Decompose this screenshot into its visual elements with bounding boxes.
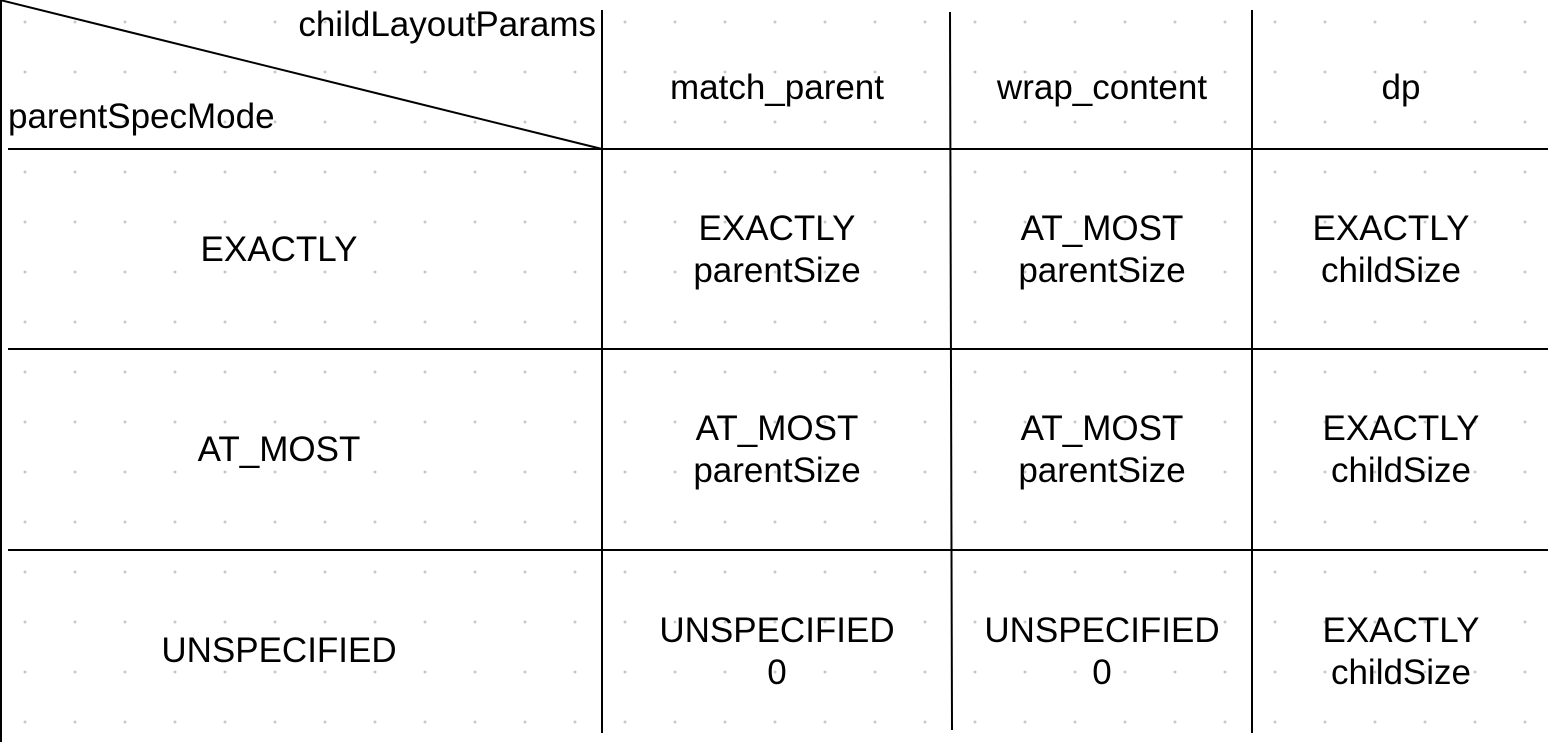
- result-size: 0: [767, 653, 787, 692]
- result-mode: AT_MOST: [1020, 208, 1184, 248]
- column-divider-2: [949, 11, 953, 731]
- result-cell: UNSPECIFIED 0: [603, 551, 951, 753]
- row-axis-label: parentSpecMode: [8, 97, 275, 136]
- column-header-wrap-content: wrap_content: [996, 68, 1208, 107]
- result-mode: AT_MOST: [695, 409, 859, 448]
- row-header-at-most: AT_MOST: [197, 430, 361, 469]
- result-mode: EXACTLY: [698, 208, 856, 248]
- result-cell: AT_MOST parentSize: [952, 350, 1252, 550]
- result-size: childSize: [1320, 250, 1462, 290]
- column-axis-label: childLayoutParams: [298, 5, 596, 44]
- result-mode: EXACTLY: [1322, 409, 1480, 448]
- result-size: childSize: [1330, 451, 1472, 490]
- result-mode: EXACTLY: [1322, 611, 1480, 650]
- result-mode: UNSPECIFIED: [659, 611, 895, 650]
- result-cell: EXACTLY childSize: [1253, 551, 1549, 753]
- result-size: childSize: [1330, 653, 1472, 692]
- column-header-dp: dp: [1381, 68, 1421, 107]
- result-cell: UNSPECIFIED 0: [952, 551, 1252, 753]
- result-cell: AT_MOST parentSize: [952, 150, 1252, 349]
- result-size: parentSize: [1018, 250, 1186, 290]
- row-header-exactly: EXACTLY: [200, 229, 358, 269]
- result-size: parentSize: [693, 250, 861, 290]
- result-size: parentSize: [1018, 451, 1186, 490]
- result-cell: AT_MOST parentSize: [603, 350, 951, 550]
- result-cell: EXACTLY childSize: [1253, 350, 1549, 550]
- row-header-unspecified: UNSPECIFIED: [161, 631, 397, 670]
- result-size: parentSize: [693, 451, 861, 490]
- result-cell: EXACTLY parentSize: [603, 150, 951, 349]
- result-size: 0: [1092, 653, 1112, 692]
- result-mode: EXACTLY: [1312, 208, 1470, 248]
- result-cell: EXACTLY childSize: [1253, 150, 1529, 349]
- corner-diagonal: [0, 0, 603, 150]
- column-header-match-parent: match_parent: [669, 68, 885, 107]
- result-mode: UNSPECIFIED: [984, 611, 1220, 650]
- result-mode: AT_MOST: [1020, 409, 1184, 448]
